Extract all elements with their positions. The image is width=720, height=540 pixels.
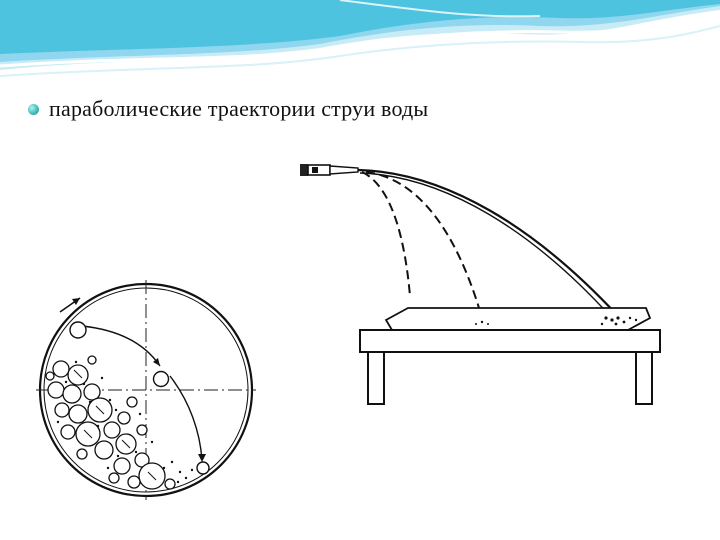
jet-weak <box>361 171 411 297</box>
ball-trajectory <box>81 325 161 367</box>
bullet-dot-icon <box>28 103 39 115</box>
ball-spin-arrows <box>73 369 157 481</box>
nozzle <box>300 164 359 176</box>
trough <box>384 307 652 331</box>
rotating-drum-diagram <box>20 272 272 510</box>
bullet-item: параболические траектории струи воды <box>28 96 428 122</box>
splash-marks <box>475 316 638 326</box>
table <box>359 329 661 405</box>
landing-ball <box>196 461 210 475</box>
bullet-text: параболические траектории струи воды <box>49 96 429 121</box>
jet-medium <box>365 171 483 319</box>
ball-fall-trajectory <box>169 375 203 461</box>
water-jet-diagram <box>296 158 668 420</box>
header-wave-decoration <box>0 0 720 77</box>
fine-particles <box>56 360 194 484</box>
jet-strong <box>357 168 619 317</box>
ball-charge <box>45 355 176 490</box>
falling-ball <box>152 370 170 388</box>
lifted-ball <box>69 321 87 339</box>
